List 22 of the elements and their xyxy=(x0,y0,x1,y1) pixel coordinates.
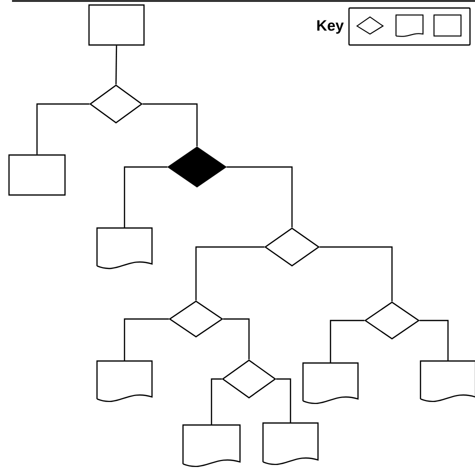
connector xyxy=(195,246,264,300)
document-shape xyxy=(302,362,359,404)
document-shape xyxy=(262,422,319,465)
connector xyxy=(115,46,118,84)
key-label: Key xyxy=(317,20,344,34)
document-shape xyxy=(182,424,241,467)
connector xyxy=(142,103,198,146)
process-box xyxy=(8,154,66,196)
connector xyxy=(223,318,250,360)
document-shape xyxy=(420,360,475,402)
connector xyxy=(36,103,90,154)
document-shape xyxy=(96,360,153,402)
connector xyxy=(276,378,292,423)
process-box xyxy=(88,4,145,46)
connector xyxy=(320,246,393,302)
connector xyxy=(210,378,222,425)
connector xyxy=(124,318,169,361)
connector xyxy=(330,320,364,363)
connector xyxy=(226,166,293,228)
connector xyxy=(420,320,449,361)
document-shape xyxy=(96,227,153,270)
connector xyxy=(124,166,168,228)
